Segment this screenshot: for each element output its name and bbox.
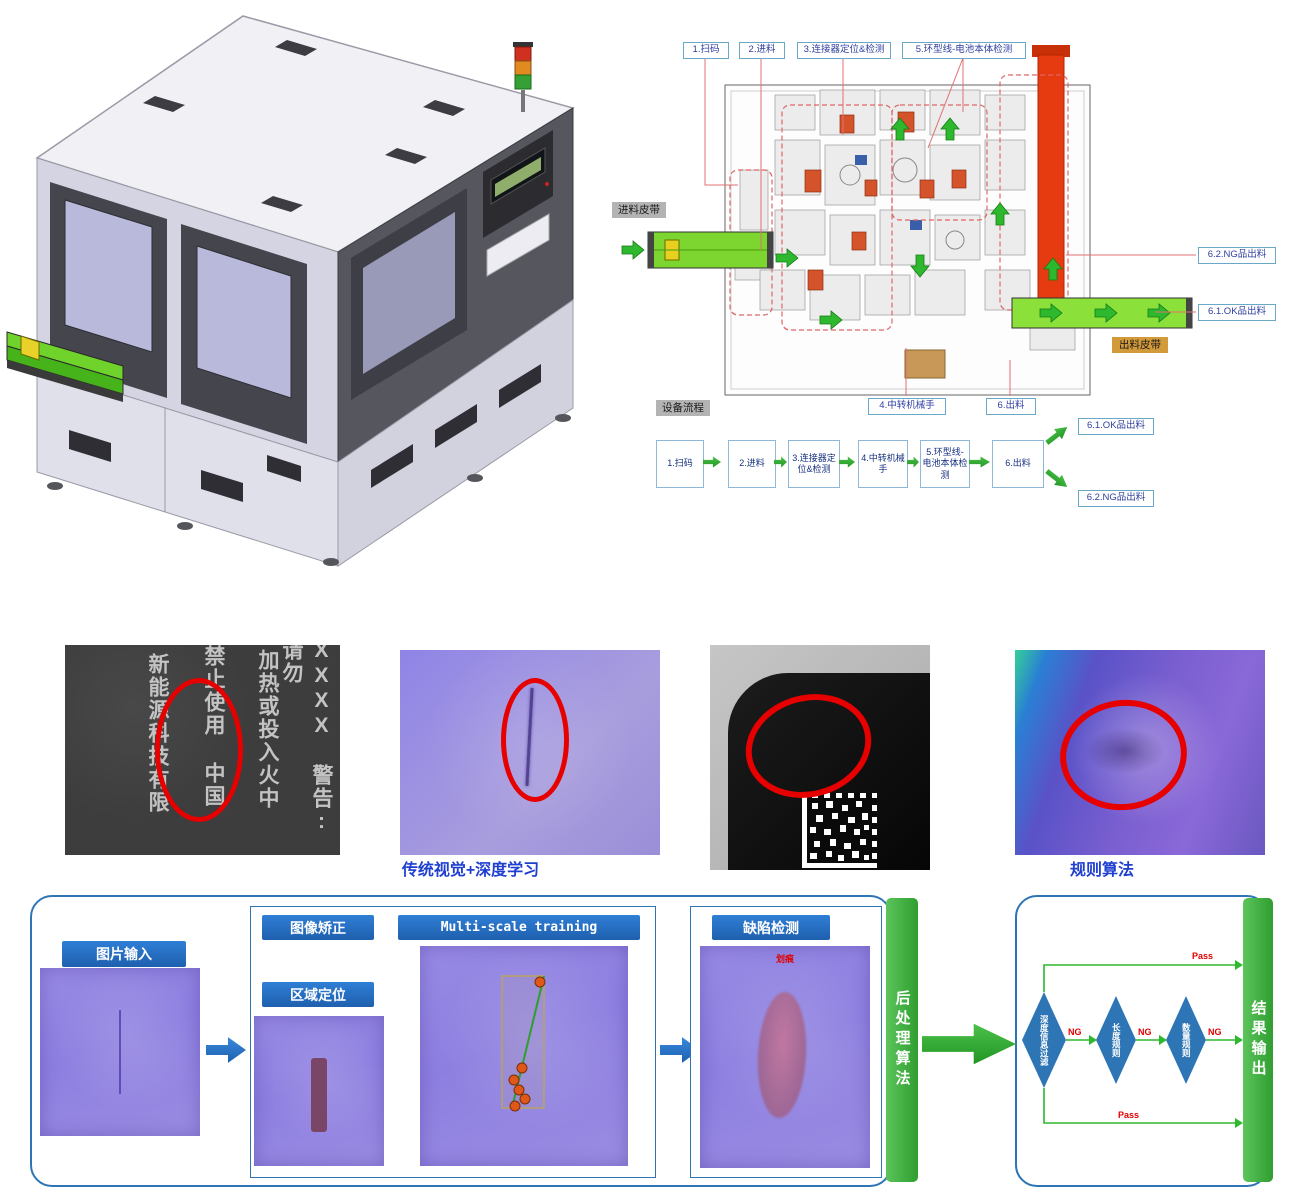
label-ok-out: 6.1.OK品出料 bbox=[1198, 304, 1276, 321]
pipeline-arrow-icon bbox=[922, 1023, 1016, 1065]
defect-class-tag: 划痕 bbox=[775, 954, 794, 964]
step-result-output: 结果输出 bbox=[1243, 898, 1273, 1182]
layout-graphics bbox=[621, 45, 1196, 396]
caption-rule-algorithm: 规则算法 bbox=[1069, 862, 1134, 879]
flow-step-feed: 2.进料 bbox=[728, 440, 776, 488]
label-transfer-robot: 4.中转机械手 bbox=[868, 398, 946, 415]
step-post-processing: 后处理算法 bbox=[886, 898, 918, 1182]
step-multiscale-training: Multi-scale training bbox=[398, 915, 640, 940]
sample-scratch-defect bbox=[400, 650, 660, 855]
scratch-mark bbox=[119, 1010, 121, 1094]
equipment-layout-diagram: 1.扫码 2.进料 3.连接器定位&检测 5.环型线-电池本体检测 进料皮带 6… bbox=[610, 20, 1300, 540]
callout-connector: 3.连接器定位&检测 bbox=[797, 42, 891, 59]
step-image-correct: 图像矫正 bbox=[262, 915, 374, 940]
label-ng-out: 6.2.NG品出料 bbox=[1198, 247, 1276, 264]
infeed-conveyor-graphic bbox=[647, 231, 774, 269]
label-outfeed-belt: 出料皮带 bbox=[1112, 337, 1168, 353]
label-infeed-belt: 进料皮带 bbox=[612, 202, 666, 218]
callout-feed: 2.进料 bbox=[739, 42, 785, 59]
label-flow-title: 设备流程 bbox=[656, 400, 710, 416]
region-image bbox=[254, 1016, 384, 1166]
flow-output-ok: 6.1.OK品出料 bbox=[1078, 418, 1154, 435]
region-blob bbox=[311, 1058, 327, 1132]
print-text-col: 加热或投入火中 bbox=[256, 649, 279, 810]
step-region-locate: 区域定位 bbox=[262, 982, 374, 1007]
step-image-input: 图片输入 bbox=[62, 941, 186, 967]
flow-step-ring: 5.环型线-电池本体检测 bbox=[920, 440, 970, 488]
flow-arrow-icon bbox=[969, 456, 990, 468]
pass-label: Pass bbox=[1192, 951, 1214, 961]
callout-ring: 5.环型线-电池本体检测 bbox=[902, 42, 1026, 59]
ng-label: NG bbox=[1138, 1027, 1152, 1037]
ng-label: NG bbox=[1208, 1027, 1222, 1037]
flow-step-scan: 1.扫码 bbox=[656, 440, 704, 488]
sample-dent-photo bbox=[710, 645, 930, 870]
flow-output-ng: 6.2.NG品出料 bbox=[1078, 490, 1154, 507]
flow-arrow-icon bbox=[907, 456, 919, 468]
sample-dent-heightmap bbox=[1015, 650, 1265, 855]
pass-label: Pass bbox=[1118, 1110, 1140, 1120]
step-defect-detect: 缺陷检测 bbox=[712, 915, 830, 940]
print-text-col: XXXX 警告:请勿 bbox=[280, 645, 333, 835]
flow-arrow-icon bbox=[774, 456, 787, 468]
machine-3d-render bbox=[5, 0, 595, 570]
defect-circle bbox=[1052, 691, 1195, 819]
training-annotations bbox=[501, 975, 546, 1112]
flow-arrow-icon bbox=[703, 456, 721, 468]
rule-length-label: 长度规则 bbox=[1111, 1023, 1122, 1057]
label-discharge: 6.出料 bbox=[986, 398, 1036, 415]
caption-deep-learning: 传统视觉+深度学习 bbox=[401, 862, 540, 879]
rule-count-label: 数量规则 bbox=[1181, 1023, 1192, 1057]
flow-step-discharge: 6.出料 bbox=[992, 440, 1044, 488]
rules-routes bbox=[1043, 960, 1243, 1128]
rule-depth-label: 深度信息过滤 bbox=[1039, 1014, 1050, 1066]
post-processing-label: 后处理算法 bbox=[893, 990, 911, 1090]
ng-column bbox=[1032, 45, 1070, 304]
callout-scan: 1.扫码 bbox=[683, 42, 729, 59]
sample-print-defect: XXXX 警告:请勿 加热或投入火中 禁止使用 中国 新能源科技有限 bbox=[65, 645, 340, 855]
detect-image: 划痕 bbox=[700, 946, 870, 1168]
defect-heat-blob bbox=[754, 990, 810, 1120]
flow-step-connector: 3.连接器定位&检测 bbox=[788, 440, 840, 488]
input-image bbox=[40, 968, 200, 1136]
defect-circle bbox=[501, 678, 569, 802]
machine-conveyor bbox=[6, 331, 124, 402]
flow-arrow-icon bbox=[839, 456, 855, 468]
machine-3d-graphics bbox=[6, 15, 575, 567]
training-image bbox=[420, 946, 628, 1166]
result-output-label: 结果输出 bbox=[1249, 1000, 1267, 1080]
data-matrix-code bbox=[802, 793, 877, 868]
defect-circle bbox=[155, 678, 243, 822]
dent-shadow bbox=[1085, 728, 1165, 774]
ng-label: NG bbox=[1068, 1027, 1082, 1037]
flow-step-robot: 4.中转机械手 bbox=[858, 440, 908, 488]
